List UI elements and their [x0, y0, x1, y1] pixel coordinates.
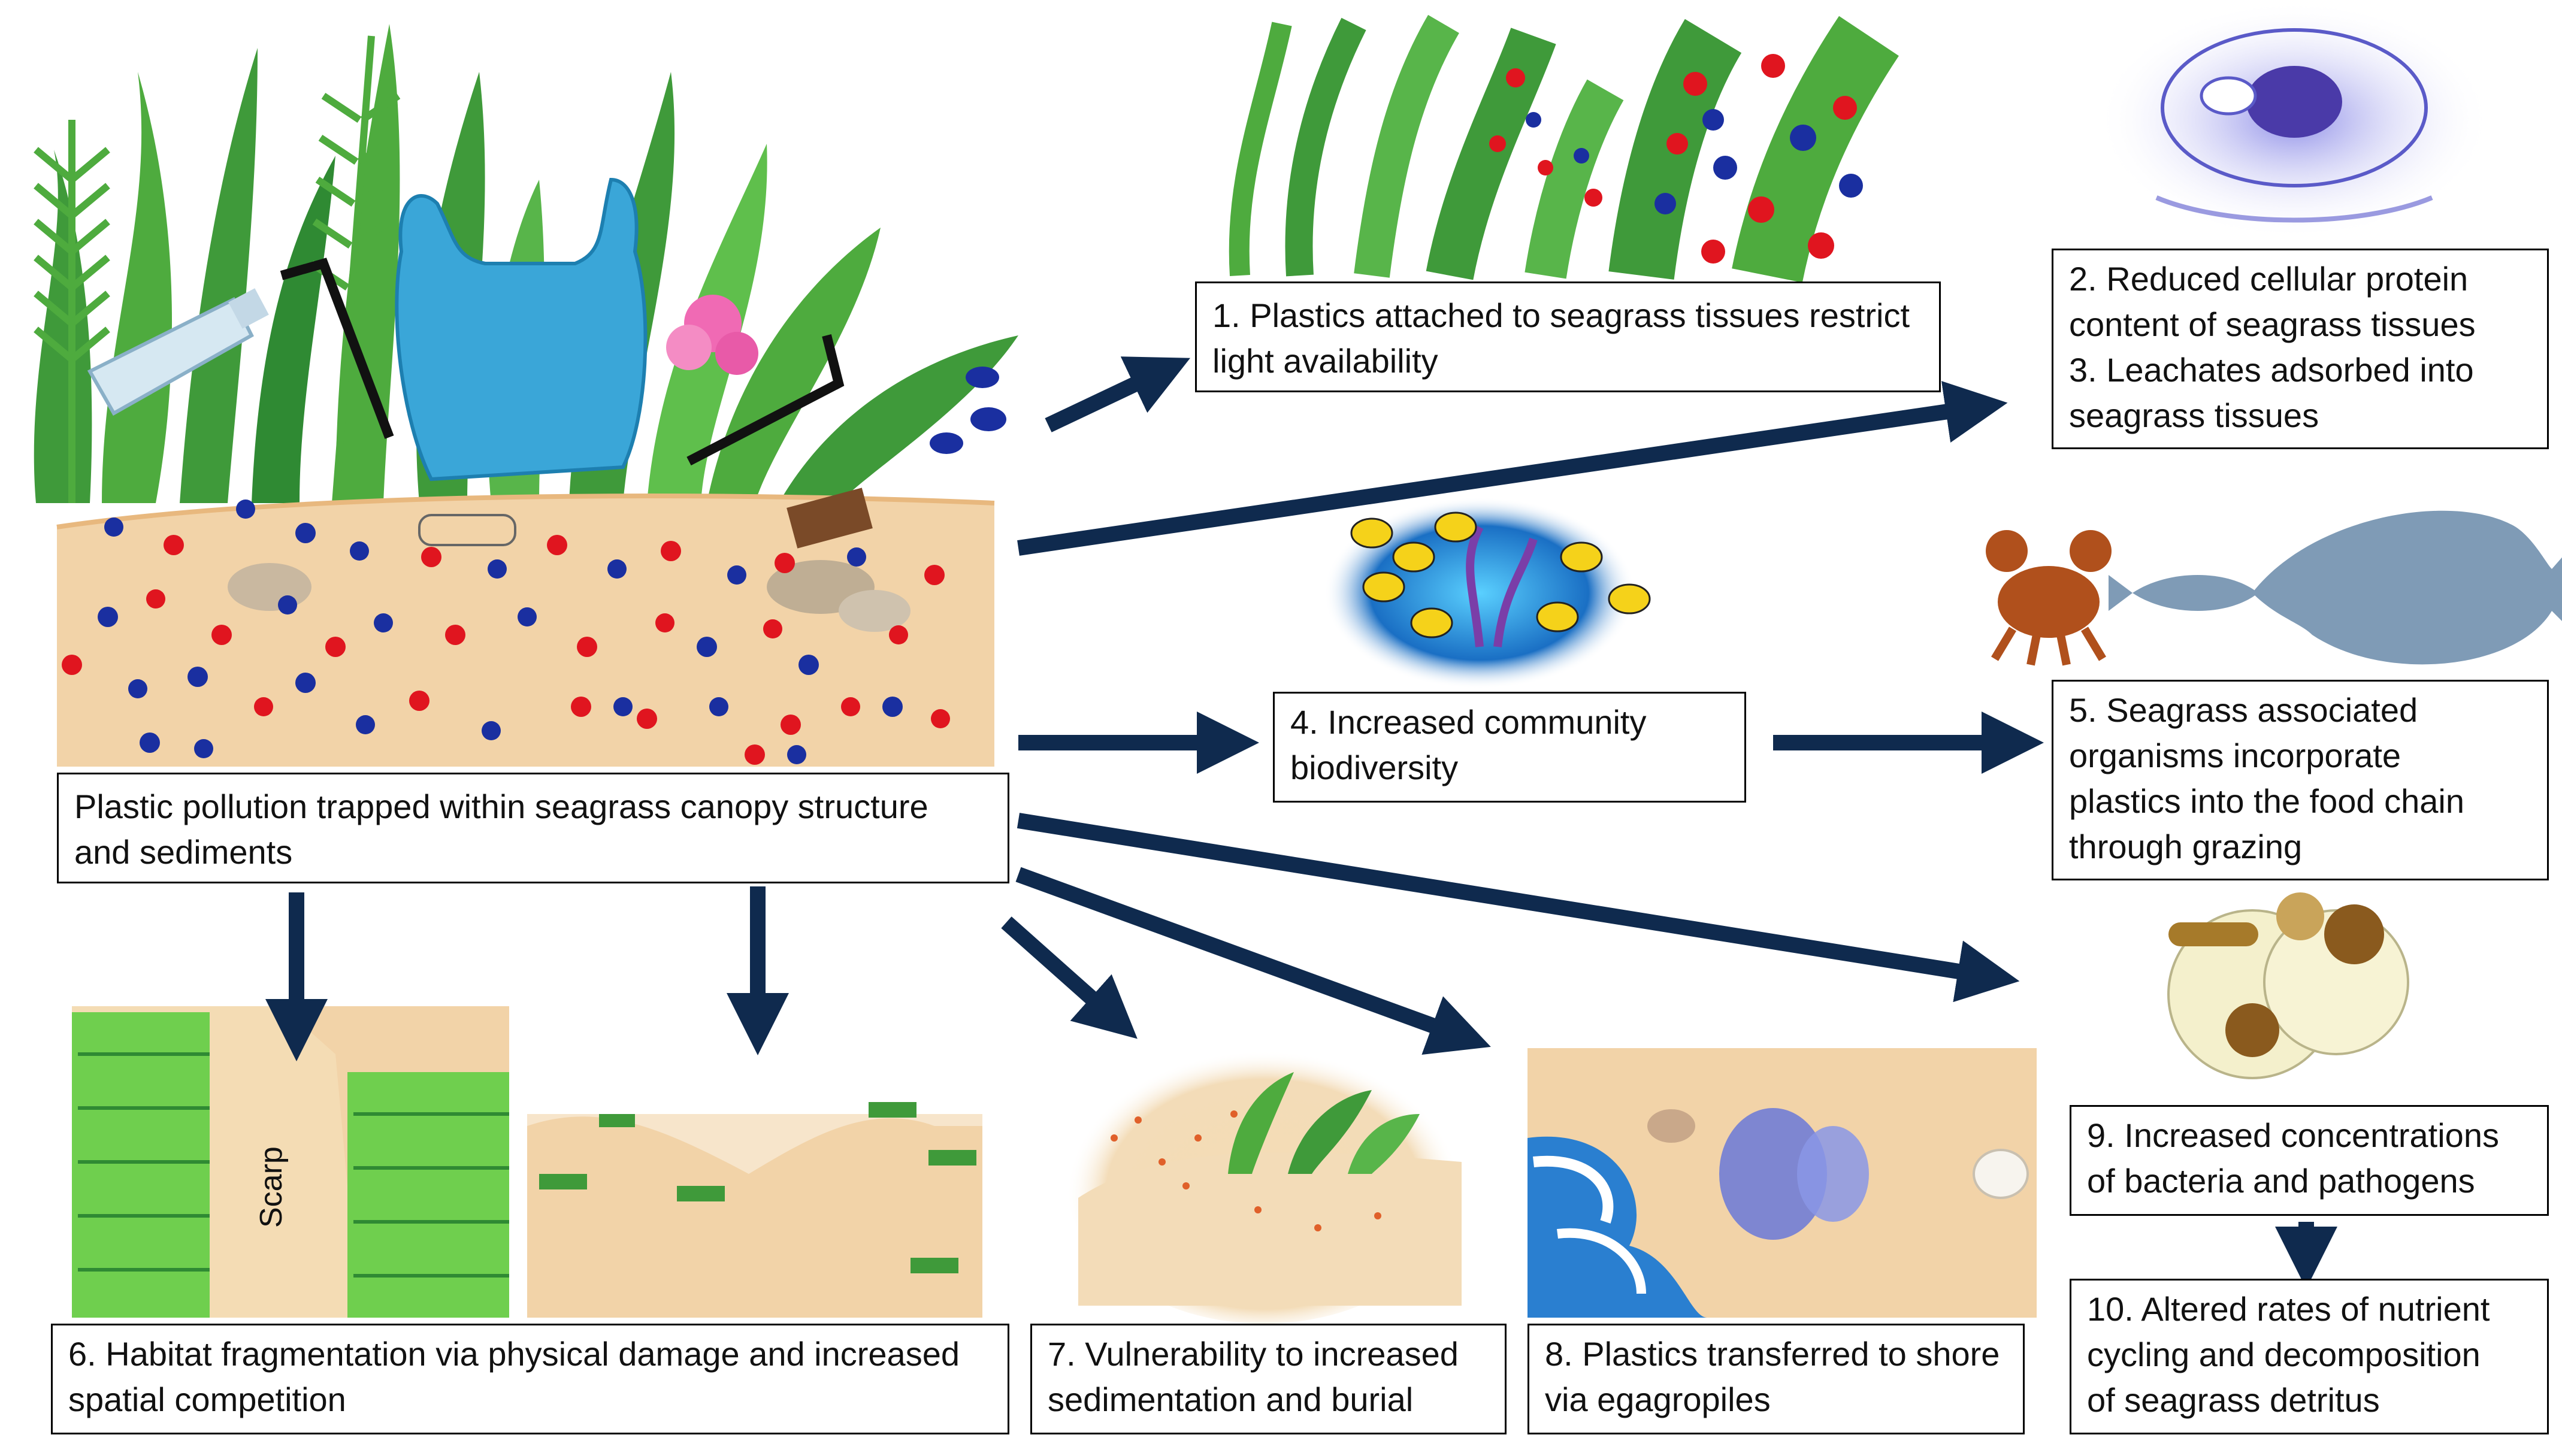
fern-fronds: [34, 35, 401, 504]
effect-8-line: 8. Plastics transferred to shore: [1545, 1335, 2000, 1373]
plastic-straw: [686, 334, 845, 466]
effect-1-text: 1. Plastics attached to seagrass tissues…: [1212, 296, 1910, 380]
effect-5-line: 5. Seagrass associated: [2069, 691, 2418, 729]
reef-fish-icon: [1324, 497, 1651, 689]
effect-9-box: 9. Increased concentrations of bacteria …: [2070, 1105, 2549, 1216]
plastic-bag: [395, 177, 648, 482]
effect-10-line: 10. Altered rates of nutrient: [2087, 1290, 2490, 1328]
effect-2-3-line: 2. Reduced cellular protein: [2069, 260, 2469, 298]
effect-5-line: organisms incorporate: [2069, 737, 2401, 774]
arrow-to-effect-7: [1001, 916, 1138, 1039]
effect-10-box: 10. Altered rates of nutrient cycling an…: [2070, 1279, 2549, 1434]
chocolate-wrapper: [787, 488, 873, 549]
fish-chain-icon: [2109, 510, 2562, 665]
effect-4-line: biodiversity: [1290, 749, 1459, 786]
scarp-label: Scarp: [254, 1146, 289, 1228]
egagropile-shore-icon: [1527, 1048, 2037, 1318]
tissue-micrograph-icon: [2097, 0, 2492, 240]
seagrass-blade-microplastic-icon: [1228, 14, 1923, 283]
effect-1-box: 1. Plastics attached to seagrass tissues…: [1195, 281, 1941, 392]
pollution-label: Plastic pollution trapped within seagras…: [74, 788, 928, 871]
effect-8-line: via egagropiles: [1545, 1381, 1771, 1418]
scarp-fragmentation-icon: Scarp: [72, 1006, 509, 1318]
candy-wrapper: [418, 514, 516, 546]
effect-10-line: cycling and decomposition: [2087, 1336, 2481, 1373]
sediment-burial-icon: [1066, 1036, 1462, 1324]
plastic-straw: [280, 258, 394, 439]
arrow-to-effect-1: [1045, 356, 1190, 432]
effect-2-3-line: 3. Leachates adsorbed into: [2069, 351, 2474, 389]
effect-2-3-line: content of seagrass tissues: [2069, 305, 2476, 343]
effect-9-line: of bacteria and pathogens: [2087, 1162, 2475, 1200]
plastic-bottle: [87, 288, 269, 416]
effect-5-box: 5. Seagrass associated organisms incorpo…: [2052, 680, 2549, 880]
arrow-to-effect-2-3: [1017, 381, 2008, 556]
effect-4-line: 4. Increased community: [1290, 703, 1647, 741]
effect-6-line: spatial competition: [68, 1381, 346, 1418]
effect-2-3-box: 2. Reduced cellular protein content of s…: [2052, 249, 2549, 449]
effect-7-line: 7. Vulnerability to increased: [1048, 1335, 1459, 1373]
effect-5-line: plastics into the food chain: [2069, 782, 2464, 820]
pollution-label-box: Plastic pollution trapped within seagras…: [57, 773, 1009, 883]
crab-icon: [1986, 530, 2112, 666]
effect-6-box: 6. Habitat fragmentation via physical da…: [51, 1324, 1009, 1434]
effect-8-box: 8. Plastics transferred to shore via ega…: [1527, 1324, 2025, 1434]
microplastic-particles: [62, 500, 950, 765]
seagrass-plastic-illustration: [34, 24, 1018, 767]
patchy-seagrass-icon: [527, 1102, 982, 1318]
pink-wrapper: [666, 295, 758, 375]
sediment-mound: [57, 496, 994, 767]
bacteria-icon: [2167, 892, 2409, 1079]
arrow-to-effect-9: [1017, 813, 2020, 1003]
effect-5-line: through grazing: [2069, 828, 2303, 865]
effect-4-box: 4. Increased community biodiversity: [1273, 692, 1746, 803]
effect-6-line: 6. Habitat fragmentation via physical da…: [68, 1335, 960, 1373]
effect-2-3-line: seagrass tissues: [2069, 396, 2319, 434]
effect-7-line: sedimentation and burial: [1048, 1381, 1414, 1418]
effect-7-box: 7. Vulnerability to increased sedimentat…: [1030, 1324, 1507, 1434]
flow-arrows: [265, 356, 2337, 1289]
effect-10-line: of seagrass detritus: [2087, 1381, 2380, 1419]
effect-9-line: 9. Increased concentrations: [2087, 1116, 2499, 1154]
arrow-to-effect-8: [1015, 867, 1491, 1055]
